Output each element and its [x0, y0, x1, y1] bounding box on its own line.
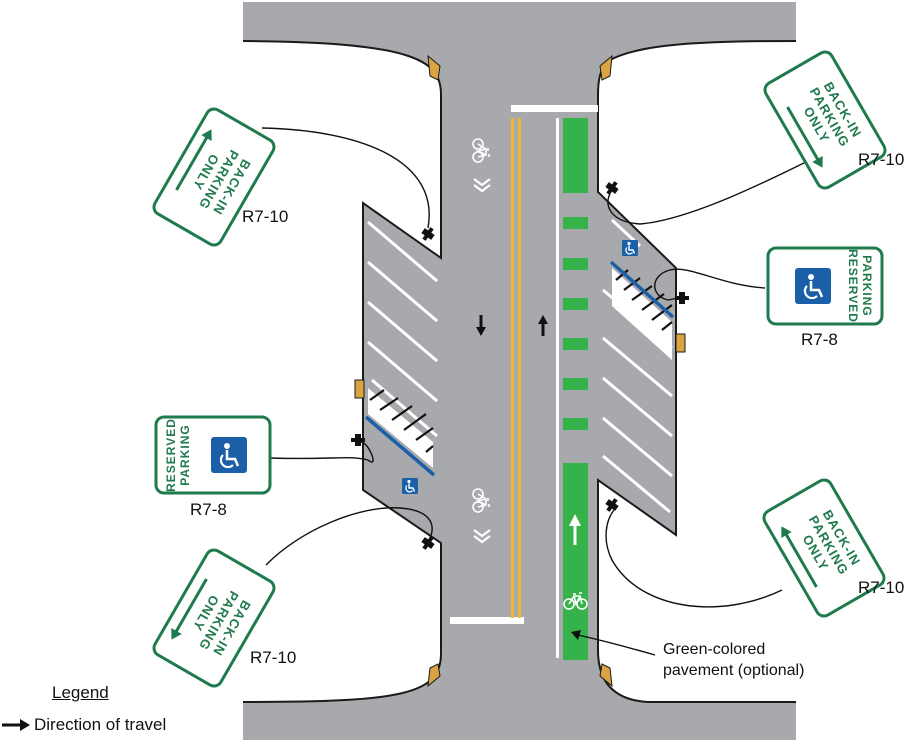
- green-dash-4: [563, 338, 588, 350]
- sign-code-label: R7-10: [858, 578, 905, 597]
- arrow-up-icon: [569, 514, 581, 545]
- stop-bar-north: [511, 105, 598, 112]
- sign-post-icon: [603, 495, 621, 515]
- right-accessible-stall: [609, 260, 675, 360]
- legend-direction-of-travel: Direction of travel: [34, 715, 167, 734]
- green-dash-5: [563, 378, 588, 390]
- back-in-parking-sign: BACK-IN PARKING ONLY: [152, 107, 276, 247]
- green-pavement-bottom: [563, 463, 588, 660]
- green-pavement-pointer-arrow: [571, 630, 581, 640]
- arrow-down-icon: [476, 315, 486, 336]
- sign-post-icon: [603, 178, 621, 198]
- left-parking-stall-lines: [367, 220, 438, 438]
- curb-ramps: [354, 54, 686, 688]
- wheelchair-icon: [401, 477, 419, 495]
- arrow-up-icon: [538, 315, 548, 336]
- back-in-parking-sign: BACK-IN PARKING ONLY: [763, 50, 887, 190]
- top-cross-street: [243, 2, 796, 41]
- bike-lane-line: [556, 118, 559, 658]
- sign-code-label: R7-8: [190, 500, 227, 519]
- sign-line: RESERVED: [164, 418, 178, 492]
- wheelchair-icon: [621, 239, 639, 257]
- green-pavement-label: Green-colored: [663, 641, 766, 658]
- reserved-parking-sign: RESERVED PARKING: [154, 415, 272, 495]
- sign-line: PARKING: [860, 255, 874, 316]
- stop-bar-south: [450, 617, 524, 624]
- sign-code-label: R7-10: [242, 207, 289, 226]
- back-in-parking-sign: BACK-IN PARKING ONLY: [762, 478, 886, 618]
- bottom-cross-street: [243, 702, 796, 740]
- leader-lines: [261, 127, 821, 656]
- legend-title: Legend: [52, 683, 109, 702]
- left-accessible-stall: [364, 388, 436, 477]
- left-curb-edge: [242, 40, 442, 703]
- sign-code-label: R7-10: [858, 150, 905, 169]
- green-dash-1: [563, 217, 588, 229]
- sign-code-label: R7-10: [250, 648, 297, 667]
- center-line-1: [511, 118, 514, 618]
- sign-code-label: R7-8: [801, 330, 838, 349]
- green-dash-3: [563, 298, 588, 310]
- center-line-2: [518, 118, 521, 618]
- green-pavement-top: [563, 118, 588, 193]
- green-dash-2: [563, 258, 588, 270]
- sign-line: PARKING: [178, 424, 192, 485]
- sign-line: RESERVED: [846, 249, 860, 323]
- reserved-parking-sign: RESERVED PARKING: [766, 246, 884, 326]
- green-dash-6: [563, 418, 588, 430]
- right-curb-edge: [597, 40, 797, 703]
- green-pavement-label: pavement (optional): [663, 662, 805, 679]
- arrow-right-icon: [2, 719, 30, 731]
